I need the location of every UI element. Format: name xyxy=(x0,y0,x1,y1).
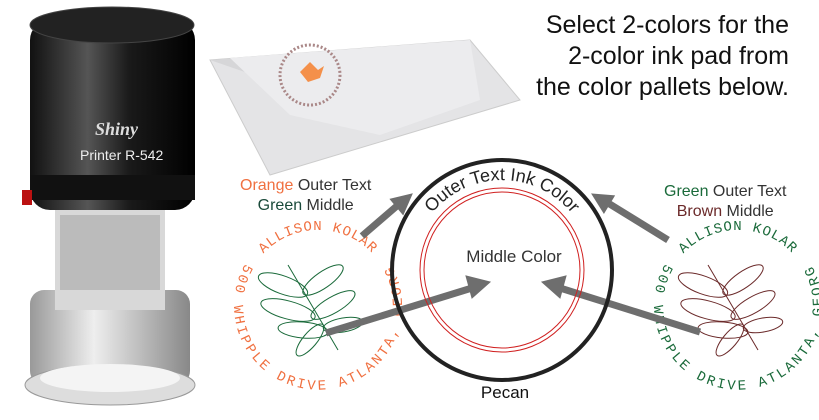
label-text: Outer Text xyxy=(293,177,372,194)
arrow-head-icon xyxy=(540,275,567,299)
seal-bottom-text: 500 WHIPPLE DRIVE ATLANTA, GEORGIA 42216 xyxy=(229,261,406,395)
label-text: Middle xyxy=(302,197,354,214)
seal-bottom-text: 500 WHIPPLE DRIVE ATLANTA, GEORGIA 42216 xyxy=(649,261,819,395)
color-diagram: Outer Text Ink Color Middle Color Pecan xyxy=(390,158,614,402)
color-word: Orange xyxy=(240,177,294,194)
stamp-brand: Shiny xyxy=(95,119,139,139)
arrow-head-icon xyxy=(389,193,413,216)
svg-text:Outer Text Ink Color: Outer Text Ink Color xyxy=(420,164,584,216)
seal-top-text: ALLISON KOLAR xyxy=(676,219,800,257)
headline-line: Select 2-colors for the xyxy=(545,11,789,39)
inner-ring xyxy=(419,187,585,353)
seal-green-brown: ALLISON KOLAR 500 WHIPPLE DRIVE ATLANTA,… xyxy=(649,219,819,395)
headline-line: the color pallets below. xyxy=(536,73,789,101)
leaf-icon xyxy=(257,264,364,357)
middle-color-label: Middle Color xyxy=(466,247,562,266)
color-word: Green xyxy=(664,183,709,200)
color-word: Green xyxy=(257,197,303,214)
label-text: Middle xyxy=(722,203,774,220)
arrow-icon xyxy=(606,200,670,243)
color-word: Brown xyxy=(676,203,723,220)
svg-text:ALLISON KOLAR: ALLISON KOLAR xyxy=(256,219,381,257)
headline: Select 2-colors for the 2-color ink pad … xyxy=(536,10,789,103)
headline-line: 2-color ink pad from xyxy=(568,42,789,70)
outer-ring xyxy=(390,158,614,382)
arrow-icon xyxy=(359,202,401,239)
seal-top-text: ALLISON KOLAR xyxy=(256,219,380,257)
arrow-head-icon xyxy=(465,275,492,299)
svg-text:ALLISON KOLAR: ALLISON KOLAR xyxy=(676,219,801,257)
svg-text:500 WHIPPLE DRIVE ATLANTA, GE: 500 WHIPPLE DRIVE ATLANTA, GEORGIA 42216 xyxy=(649,261,819,395)
svg-text:500 WHIPPLE DRIVE ATLANTA, GE: 500 WHIPPLE DRIVE ATLANTA, GEORGIA 42216 xyxy=(229,261,407,395)
inner-ring xyxy=(423,191,581,349)
arrow-head-icon xyxy=(591,193,616,214)
label-text: Outer Text xyxy=(708,183,787,200)
stamp-model: Printer R-542 xyxy=(80,147,163,163)
left-example-label: Orange Outer Text Green Middle xyxy=(240,176,371,216)
arrow-icon xyxy=(558,284,702,336)
envelope-image xyxy=(209,39,521,176)
seal-orange-green: ALLISON KOLAR 500 WHIPPLE DRIVE ATLANTA,… xyxy=(229,219,407,395)
outer-text-label: Outer Text Ink Color xyxy=(420,164,584,216)
self-inking-stamp-image: Shiny Printer R-542 xyxy=(22,6,196,406)
ink-name: Pecan xyxy=(481,383,529,402)
right-example-label: Green Outer Text Brown Middle xyxy=(664,182,786,222)
leaf-icon xyxy=(677,264,784,357)
